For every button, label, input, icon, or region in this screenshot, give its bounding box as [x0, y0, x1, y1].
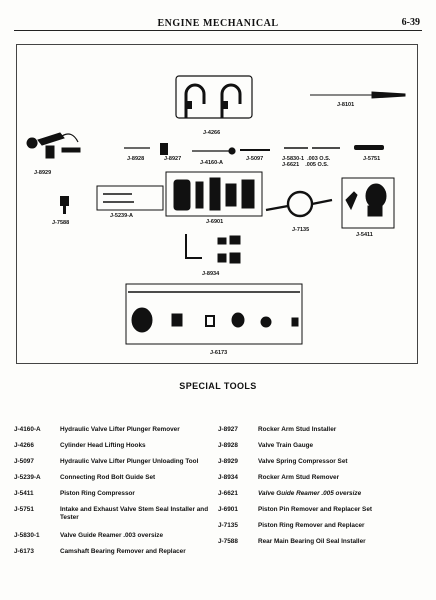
label-j5097: J-5097: [246, 156, 264, 162]
label-j5751: J-5751: [363, 156, 381, 162]
j8927-installer-drawing: [160, 143, 168, 155]
legend-left-column: J-4160-A Hydraulic Valve Lifter Plunger R…: [14, 426, 220, 564]
tool-description: Piston Ring Remover and Replacer: [258, 522, 365, 529]
tool-code: J-8927: [218, 426, 238, 433]
tool-description: Cylinder Head Lifting Hooks: [60, 442, 146, 449]
j7135-ring-tool-drawing: [265, 190, 333, 218]
legend-row: J-6901 Piston Pin Remover and Replacer Se…: [218, 506, 422, 522]
legend-row: J-4160-A Hydraulic Valve Lifter Plunger R…: [14, 426, 220, 442]
tool-description: Connecting Rod Bolt Guide Set: [60, 474, 156, 481]
tool-code: J-4160-A: [14, 426, 41, 433]
tool-description: Rocker Arm Stud Installer: [258, 426, 337, 433]
label-j6173: J-6173: [210, 350, 228, 356]
tool-description: Valve Train Gauge: [258, 442, 314, 449]
label-j5239a: J-5239-A: [110, 213, 133, 219]
label-j8929: J-8929: [34, 170, 52, 176]
j4266-hooks-drawing: [175, 75, 253, 119]
tool-code: J-6173: [14, 548, 34, 555]
label-j8101: J-8101: [337, 102, 355, 108]
legend-row: J-5097 Hydraulic Valve Lifter Plunger Unl…: [14, 458, 220, 474]
label-j4160a: J-4160-A: [200, 160, 223, 166]
tool-description: Valve Guide Reamer .003 oversize: [60, 532, 164, 539]
legend-row: J-8928 Valve Train Gauge: [218, 442, 422, 458]
j5411-ring-compressor-drawing: [341, 177, 395, 229]
legend-row: J-4266 Cylinder Head Lifting Hooks: [14, 442, 220, 458]
tool-code: J-5239-A: [14, 474, 41, 481]
legend-row: J-5411 Piston Ring Compressor: [14, 490, 220, 506]
label-j8928: J-8928: [127, 156, 145, 162]
label-j7135: J-7135: [292, 227, 310, 233]
legend-row: J-8927 Rocker Arm Stud Installer: [218, 426, 422, 442]
tool-code: J-6901: [218, 506, 238, 513]
page-header-title: ENGINE MECHANICAL: [157, 18, 279, 29]
tools-figure-frame: [16, 44, 418, 364]
tool-code: J-8929: [218, 458, 238, 465]
tool-description: Piston Ring Compressor: [60, 490, 135, 497]
j6173-camshaft-tool-drawing: [125, 283, 303, 345]
tool-code: J-5411: [14, 490, 34, 497]
j8101-gauge-drawing: [310, 91, 406, 99]
j4160a-remover-drawing: [192, 147, 236, 155]
j5239a-guide-set-drawing: [96, 185, 164, 211]
j5751-installer-drawing: [354, 145, 384, 150]
label-j8927: J-8927: [164, 156, 182, 162]
j6901-piston-pin-set-drawing: [165, 171, 263, 217]
tool-code: J-8928: [218, 442, 238, 449]
tool-description: Hydraulic Valve Lifter Plunger Remover: [60, 426, 180, 433]
tool-code: J-8934: [218, 474, 238, 481]
tool-description: Camshaft Bearing Remover and Replacer: [60, 548, 186, 555]
label-j5411: J-5411: [356, 232, 373, 238]
tool-description: Intake and Exhaust Valve Stem Seal Insta…: [60, 506, 209, 521]
tool-description: Rocker Arm Stud Remover: [258, 474, 340, 481]
legend-row: J-5239-A Connecting Rod Bolt Guide Set: [14, 474, 220, 490]
section-title: SPECIAL TOOLS: [179, 381, 257, 391]
tool-code: J-5830-1: [14, 532, 40, 539]
j7588-seal-installer-drawing: [60, 196, 69, 214]
tool-description: Piston Pin Remover and Replacer Set: [258, 506, 373, 513]
tool-code: J-7135: [218, 522, 238, 529]
tool-description: Valve Spring Compressor Set: [258, 458, 348, 465]
label-j7588: J-7588: [52, 220, 70, 226]
j8934-stud-remover-drawing: [185, 234, 241, 264]
label-j5830-j6621: J-5830-1 .003 O.S. J-6621 .005 O.S.: [282, 156, 331, 168]
legend-row: J-7588 Rear Main Bearing Oil Seal Install…: [218, 538, 422, 554]
header-rule: [14, 30, 422, 31]
tool-description: Rear Main Bearing Oil Seal Installer: [258, 538, 366, 545]
legend-row: J-5830-1 Valve Guide Reamer .003 oversize: [14, 532, 220, 548]
tool-description: Hydraulic Valve Lifter Plunger Unloading…: [60, 458, 199, 465]
tool-code: J-6621: [218, 490, 238, 497]
tool-code: J-7588: [218, 538, 238, 545]
label-j8934: J-8934: [202, 271, 220, 277]
label-j6901: J-6901: [206, 219, 224, 225]
tool-code: J-5097: [14, 458, 34, 465]
legend-row: J-6621 Valve Guide Reamer .005 oversize: [218, 490, 422, 506]
page-number: 6-39: [401, 17, 420, 28]
legend-row: J-7135 Piston Ring Remover and Replacer: [218, 522, 422, 538]
legend-row: J-8929 Valve Spring Compressor Set: [218, 458, 422, 474]
tool-description: Valve Guide Reamer .005 oversize: [258, 490, 362, 497]
label-j4266: J-4266: [203, 130, 221, 136]
j8929-compressor-drawing: [26, 132, 81, 159]
legend-row: J-6173 Camshaft Bearing Remover and Repla…: [14, 548, 220, 564]
legend-row: J-5751 Intake and Exhaust Valve Stem Seal…: [14, 506, 220, 532]
legend-row: J-8934 Rocker Arm Stud Remover: [218, 474, 422, 490]
tool-code: J-4266: [14, 442, 34, 449]
tool-code: J-5751: [14, 506, 34, 513]
